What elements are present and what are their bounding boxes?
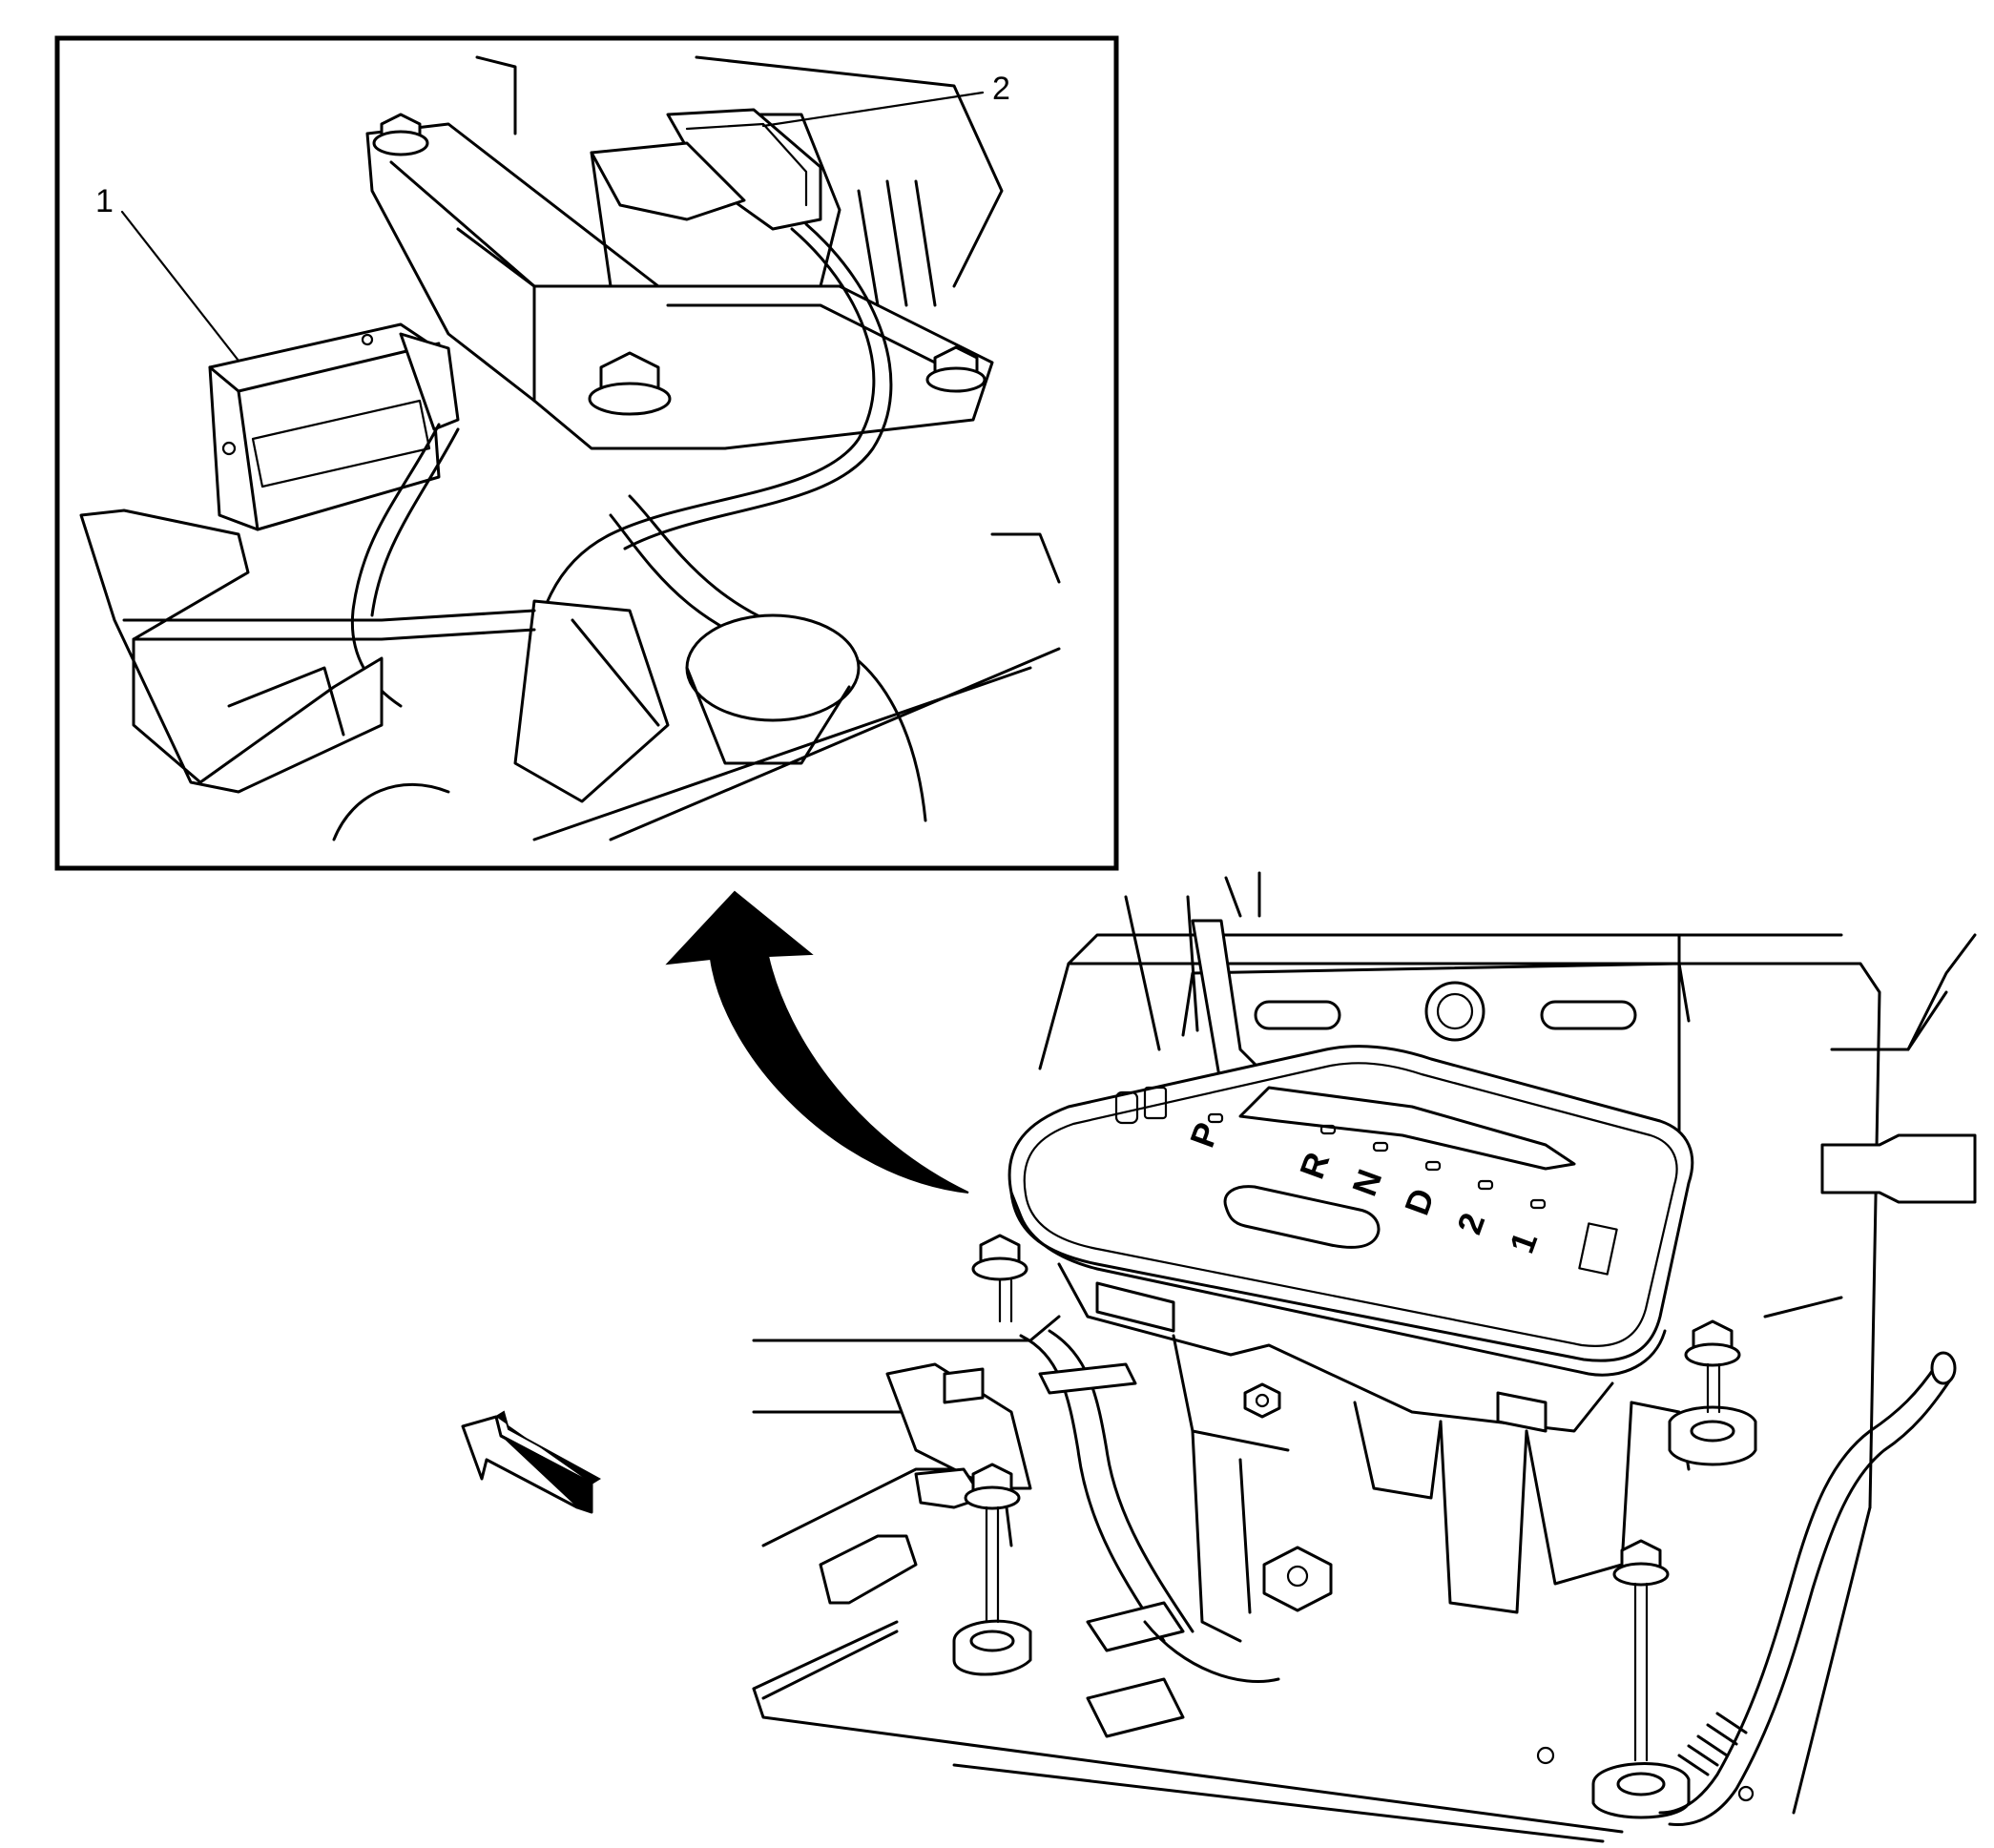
front-direction-arrow-icon [461, 1410, 601, 1514]
inset-trim-panel [79, 509, 1061, 841]
curved-arrow-icon [665, 890, 969, 1194]
callout-label-2: 2 [992, 71, 1010, 107]
mounting-bracket-right [1591, 1405, 1757, 1819]
inset-control-module [208, 322, 460, 531]
bolt-icon [971, 1234, 1028, 1323]
inset-detail-view: 1 2 [54, 35, 1119, 871]
bolt-icon [372, 113, 429, 156]
bolt-icon [1612, 1539, 1670, 1762]
bolt-icon [588, 351, 672, 416]
mounting-bracket-left [885, 1362, 1032, 1676]
nut-icon [1262, 1546, 1333, 1612]
bolt-icon [964, 1463, 1021, 1624]
callout-label-1: 1 [95, 183, 114, 219]
bolt-icon [1684, 1319, 1741, 1414]
inset-lever-base [513, 599, 861, 803]
wiring-harness [1658, 1351, 1957, 1827]
upper-plate [1181, 962, 1691, 1042]
shift-cable [943, 1329, 1280, 1738]
callout-2: 2 [761, 71, 1010, 128]
bolt-icon [925, 345, 987, 393]
indicator-bezel [1007, 1045, 1694, 1377]
shifter-base [1057, 1262, 1691, 1643]
shifter-assembly: P R N D 2 1 [752, 871, 1977, 1843]
shift-lever [1124, 871, 1271, 1099]
inset-connector [590, 108, 822, 231]
callout-1: 1 [95, 183, 240, 363]
nut-icon [1243, 1382, 1281, 1419]
